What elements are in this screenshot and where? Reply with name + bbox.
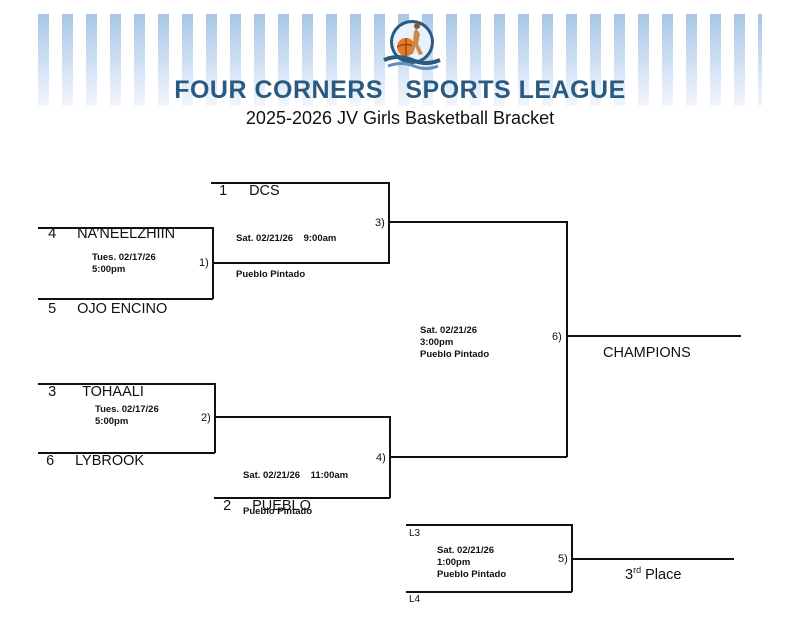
team-name: DCS <box>249 183 280 199</box>
team-name: NA’NEELZHIIN <box>77 226 176 242</box>
game-location: Pueblo Pintado <box>437 569 507 580</box>
game-date: Sat. 02/21/26 <box>437 545 495 556</box>
bracket-line <box>406 524 572 526</box>
game-time: 5:00pm <box>95 416 129 427</box>
game-5-number: 5) <box>558 553 568 565</box>
game-5-info: Sat. 02/21/26 1:00pm Pueblo Pintado <box>437 545 506 581</box>
team-name: LYBROOK <box>75 453 145 469</box>
bracket-line <box>214 497 390 499</box>
bracket-line <box>389 456 567 458</box>
game-date: Tues. 02/17/26 <box>92 252 156 263</box>
third-place-ordinal: rd <box>633 565 642 575</box>
team-seed: 2 <box>223 498 232 514</box>
page-subtitle: 2025-2026 JV Girls Basketball Bracket <box>245 108 555 128</box>
game-1-number: 1) <box>199 257 209 269</box>
team-slot-dcs: 1 DCS <box>211 167 280 199</box>
game-datetime: Sat. 02/21/26 11:00am <box>243 470 349 481</box>
team-slot-naneelzhiin: 4 NA’NEELZHIIN <box>40 210 175 242</box>
game-datetime: Sat. 02/21/26 9:00am <box>236 233 337 244</box>
champions-label: CHAMPIONS <box>603 345 691 361</box>
game-4-info: Sat. 02/21/26 11:00am Pueblo Pintado <box>243 446 348 530</box>
bracket-line <box>566 335 741 337</box>
third-place-text: Place <box>641 566 682 583</box>
game-date: Tues. 02/17/26 <box>95 404 159 415</box>
bracket-line <box>388 221 566 223</box>
loser-slot-l4: L4 <box>409 594 421 605</box>
bracket-line <box>211 182 389 184</box>
team-seed: 6 <box>46 453 55 469</box>
team-slot-tohaali: 3 TOHAALI <box>40 368 144 400</box>
bracket-line <box>566 221 568 457</box>
game-3-info: Sat. 02/21/26 9:00am Pueblo Pintado <box>236 209 336 293</box>
game-location: Pueblo Pintado <box>236 269 306 280</box>
team-seed: 5 <box>48 301 57 317</box>
bracket-line <box>571 558 734 560</box>
game-time: 5:00pm <box>92 264 126 275</box>
bracket-line <box>38 227 213 229</box>
game-6-info: Sat. 02/21/26 3:00pm Pueblo Pintado <box>420 325 489 361</box>
team-seed: 3 <box>48 384 57 400</box>
page-title: FOUR CORNERS SPORTS LEAGUE <box>174 76 626 104</box>
game-location: Pueblo Pintado <box>243 506 313 517</box>
loser-slot-l3: L3 <box>409 528 421 539</box>
game-time: 1:00pm <box>437 557 471 568</box>
team-seed: 4 <box>48 226 57 242</box>
game-1-info: Tues. 02/17/26 5:00pm <box>92 252 156 276</box>
team-name: TOHAALI <box>82 384 144 400</box>
team-name: PUEBLO <box>252 498 311 514</box>
team-slot-lybrook: 6 LYBROOK <box>38 437 144 469</box>
game-location: Pueblo Pintado <box>420 349 490 360</box>
bracket-line <box>406 591 572 593</box>
third-place-label: 3rd Place <box>625 565 681 583</box>
third-place-number: 3 <box>625 566 634 583</box>
bracket-line <box>38 383 215 385</box>
game-2-number: 2) <box>201 412 211 424</box>
game-4-number: 4) <box>376 452 386 464</box>
bracket-line <box>38 298 213 300</box>
game-date: Sat. 02/21/26 <box>420 325 478 336</box>
team-name: OJO ENCINO <box>77 301 168 317</box>
team-slot-pueblo: 2 PUEBLO <box>215 482 311 514</box>
team-slot-ojo-encino: 5 OJO ENCINO <box>40 285 167 317</box>
game-time: 3:00pm <box>420 337 454 348</box>
bracket-line <box>214 383 216 453</box>
game-3-number: 3) <box>375 217 385 229</box>
game-2-info: Tues. 02/17/26 5:00pm <box>95 404 159 428</box>
bracket-line <box>214 416 390 418</box>
bracket-line <box>388 182 390 263</box>
game-6-number: 6) <box>552 331 562 343</box>
league-logo-icon <box>383 20 441 70</box>
bracket-line <box>38 452 215 454</box>
team-seed: 1 <box>219 183 228 199</box>
bracket-line <box>212 262 390 264</box>
